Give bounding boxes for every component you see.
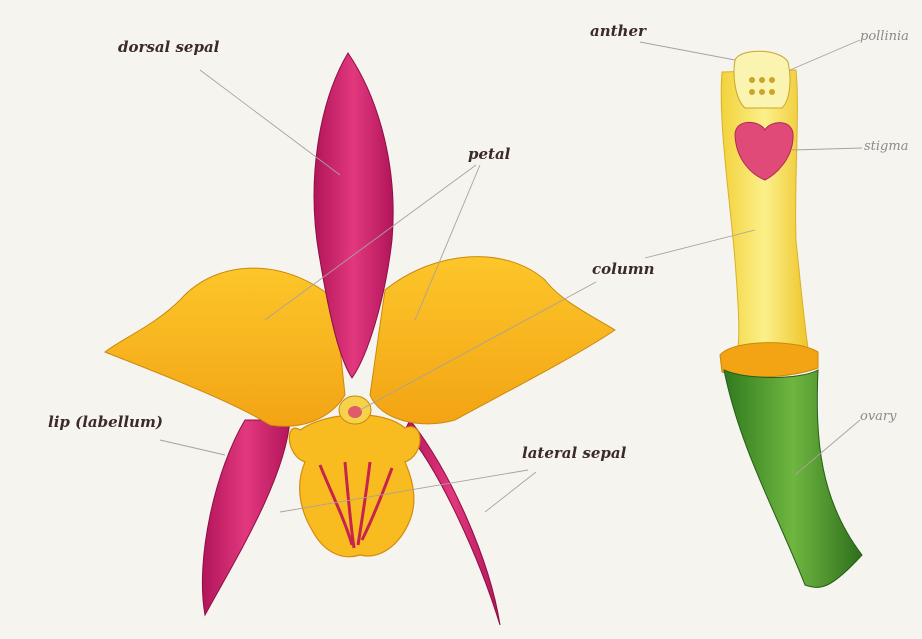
label-column: column [592, 262, 655, 277]
lip-labellum [289, 415, 420, 557]
lateral-sepal-left [202, 420, 290, 615]
petal-right [370, 257, 615, 424]
label-petal: petal [468, 147, 510, 162]
column-detail [720, 51, 862, 587]
label-lateral-sepal: lateral sepal [522, 446, 626, 461]
label-lip-labellum: lip (labellum) [48, 415, 163, 430]
label-stigma: stigma [864, 140, 908, 153]
label-anther: anther [590, 24, 646, 39]
ovary [724, 370, 862, 587]
label-dorsal-sepal: dorsal sepal [118, 40, 219, 55]
label-ovary: ovary [860, 410, 896, 423]
lateral-sepal-right [405, 420, 500, 625]
label-pollinia: pollinia [860, 30, 909, 43]
petal-left [105, 268, 345, 426]
